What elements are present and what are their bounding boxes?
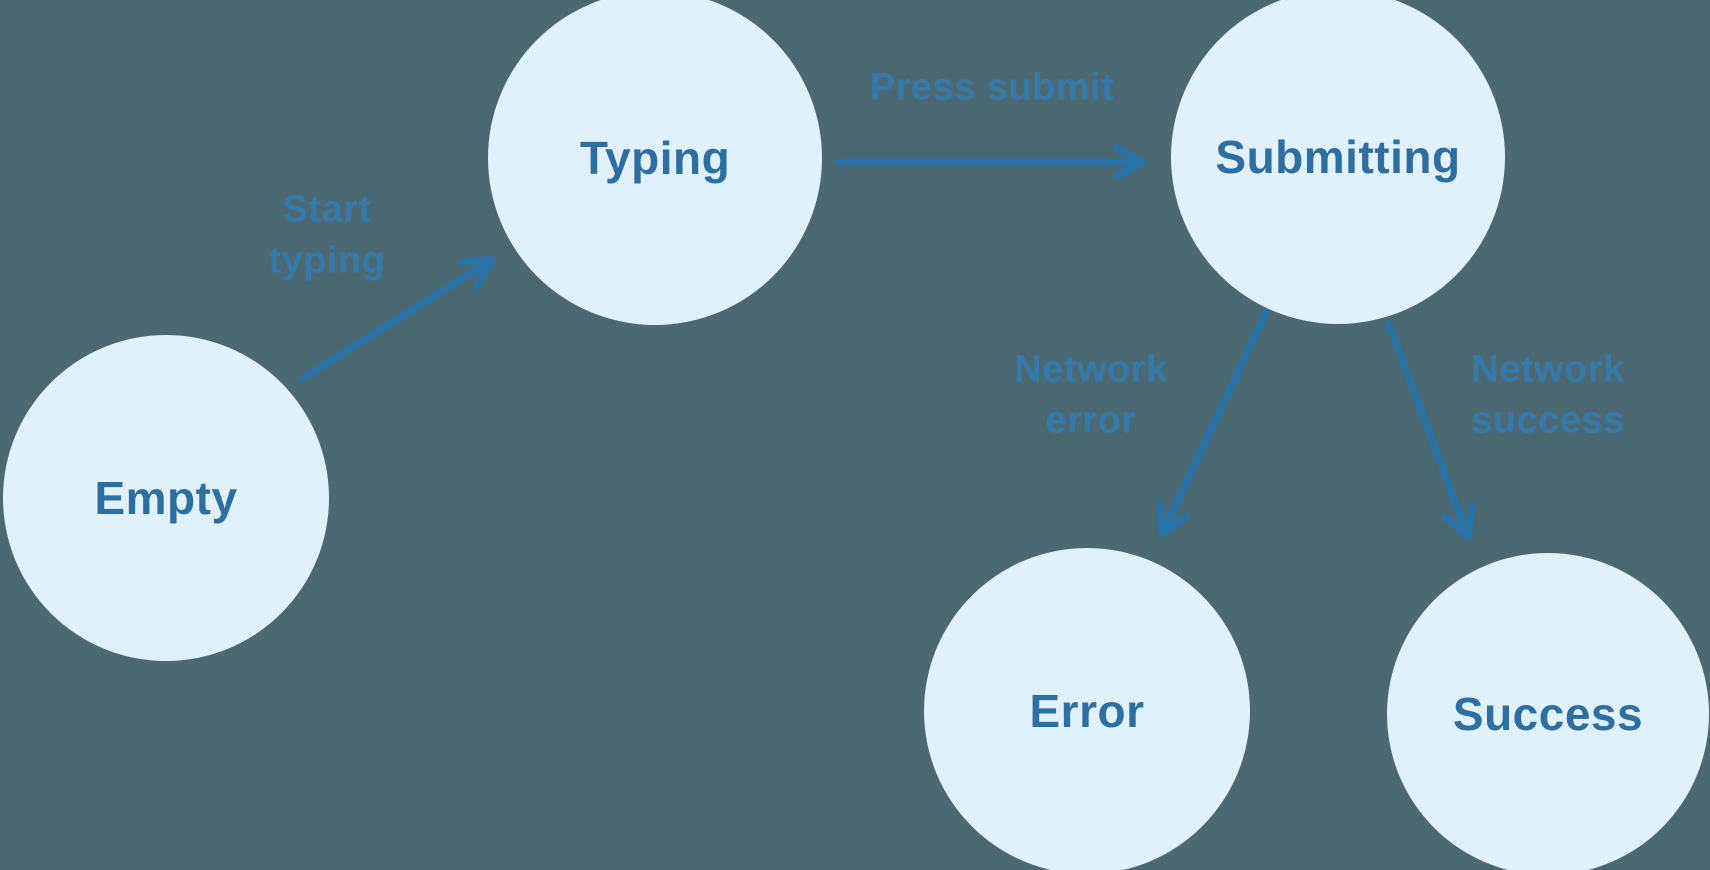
edge-label-network-success: Network success	[1471, 348, 1625, 442]
edge-typing-submitting-line-head	[1112, 143, 1147, 181]
node-submitting: Submitting	[1171, 0, 1505, 324]
edge-empty-typing-line-head	[458, 256, 496, 290]
node-label-success: Success	[1452, 688, 1644, 740]
edge-submitting-success-line-head	[1441, 503, 1477, 541]
node-label-submitting: Submitting	[1215, 131, 1461, 183]
node-label-typing: Typing	[579, 132, 731, 184]
node-label-empty: Empty	[94, 472, 238, 524]
edge-label-press-submit: Press submit	[869, 66, 1115, 109]
node-label-error: Error	[1029, 685, 1145, 737]
node-typing: Typing	[488, 0, 822, 325]
node-empty: Empty	[3, 335, 329, 661]
node-success: Success	[1387, 553, 1709, 870]
edge-label-start-typing: Start typing	[268, 188, 386, 282]
edge-submitting-error-line-head	[1156, 500, 1190, 538]
node-error: Error	[924, 548, 1250, 870]
edge-label-network-error: Network error	[1014, 348, 1168, 442]
